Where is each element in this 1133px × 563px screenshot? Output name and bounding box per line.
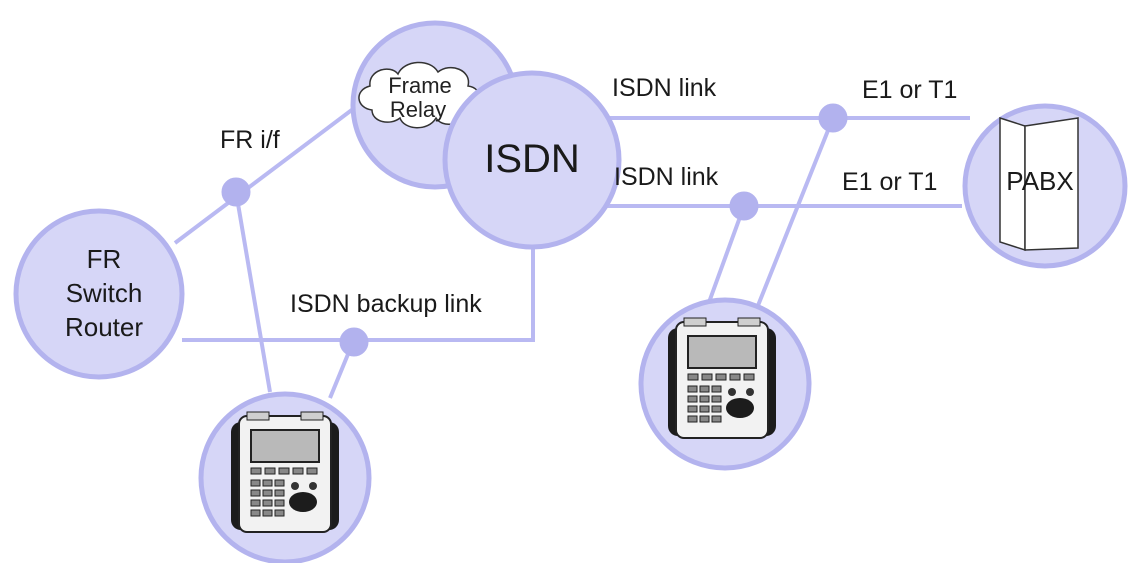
isdn-link-bottom-label: ISDN link [614, 163, 719, 191]
bottom-tap-drop [706, 205, 746, 306]
frame-relay-label-1: Frame [388, 73, 452, 98]
pabx-label: PABX [1006, 166, 1073, 196]
e1-t1-bottom-label: E1 or T1 [842, 168, 937, 196]
fr-switch-label-1: FR [87, 244, 122, 274]
test-device-icon [667, 317, 777, 439]
top-isdn-tap-point [818, 103, 848, 133]
isdn-node-label: ISDN [484, 137, 580, 181]
pabx-cabinet-icon [999, 116, 1079, 252]
bottom-isdn-tap-point [729, 191, 759, 221]
cloud-icon [358, 61, 481, 129]
backup-tap-point [339, 327, 369, 357]
fr-if-label: FR i/f [220, 126, 280, 154]
fr-switch-router-node [13, 208, 185, 380]
top-tap-drop [755, 117, 835, 309]
links-layer [173, 98, 970, 399]
isdn-backup-label: ISDN backup link [290, 290, 482, 318]
fr-switch-label-2: Switch [66, 278, 143, 308]
test-device-icon [230, 411, 340, 533]
isdn-link-top-label: ISDN link [612, 74, 717, 102]
fr-tap-point [221, 177, 251, 207]
fr-switch-label-3: Router [65, 312, 143, 342]
fr-tap-drop [234, 191, 272, 393]
e1-t1-top-label: E1 or T1 [862, 76, 957, 104]
isdn-node [442, 70, 622, 250]
fr-interface-link [173, 98, 367, 245]
frame-relay-label-2: Relay [390, 97, 446, 122]
isdn-backup-link [182, 240, 535, 342]
